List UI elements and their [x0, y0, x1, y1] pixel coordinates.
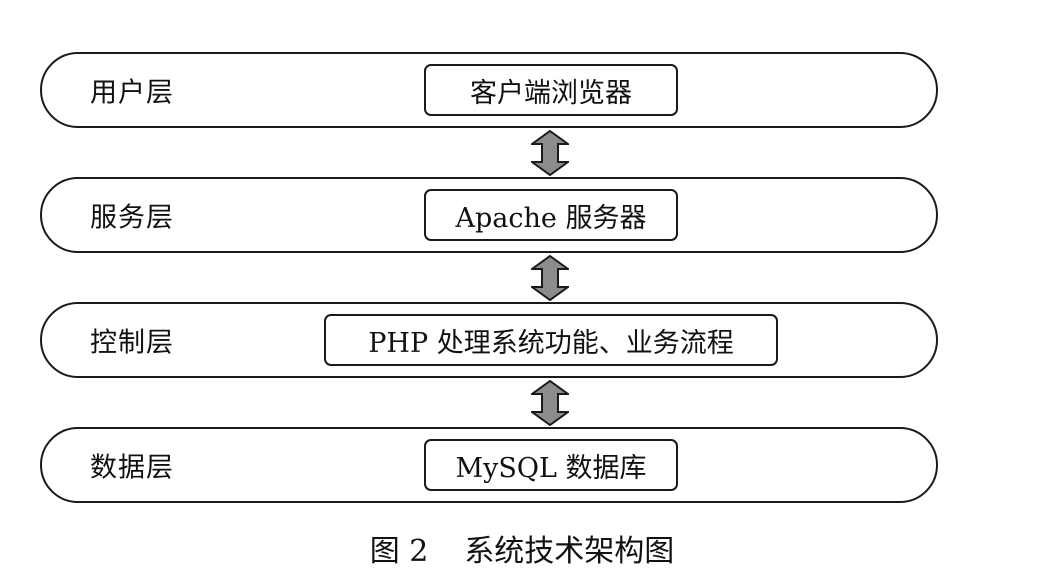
component-php-text: PHP 处理系统功能、业务流程	[368, 327, 734, 359]
figure-caption: 图 2 系统技术架构图	[0, 526, 1044, 570]
component-browser: 客户端浏览器	[424, 64, 678, 116]
layer-service: 服务层 Apache 服务器	[40, 177, 938, 253]
double-arrow-icon-3	[531, 380, 569, 426]
figure-number: 图 2	[369, 534, 429, 569]
layer-control: 控制层 PHP 处理系统功能、业务流程	[40, 302, 938, 378]
component-mysql-text: MySQL 数据库	[455, 452, 647, 484]
layer-label-data: 数据层	[90, 452, 174, 484]
component-browser-text: 客户端浏览器	[470, 77, 632, 109]
component-php: PHP 处理系统功能、业务流程	[324, 314, 778, 366]
layer-label-service: 服务层	[90, 202, 174, 234]
layer-user: 用户层 客户端浏览器	[40, 52, 938, 128]
component-apache: Apache 服务器	[424, 189, 678, 241]
layer-data: 数据层 MySQL 数据库	[40, 427, 938, 503]
component-apache-text: Apache 服务器	[455, 202, 647, 234]
figure-title: 系统技术架构图	[464, 534, 675, 569]
double-arrow-icon-1	[531, 130, 569, 176]
layer-label-control: 控制层	[90, 327, 174, 359]
double-arrow-icon-2	[531, 255, 569, 301]
layer-label-user: 用户层	[90, 77, 174, 109]
component-mysql: MySQL 数据库	[424, 439, 678, 491]
